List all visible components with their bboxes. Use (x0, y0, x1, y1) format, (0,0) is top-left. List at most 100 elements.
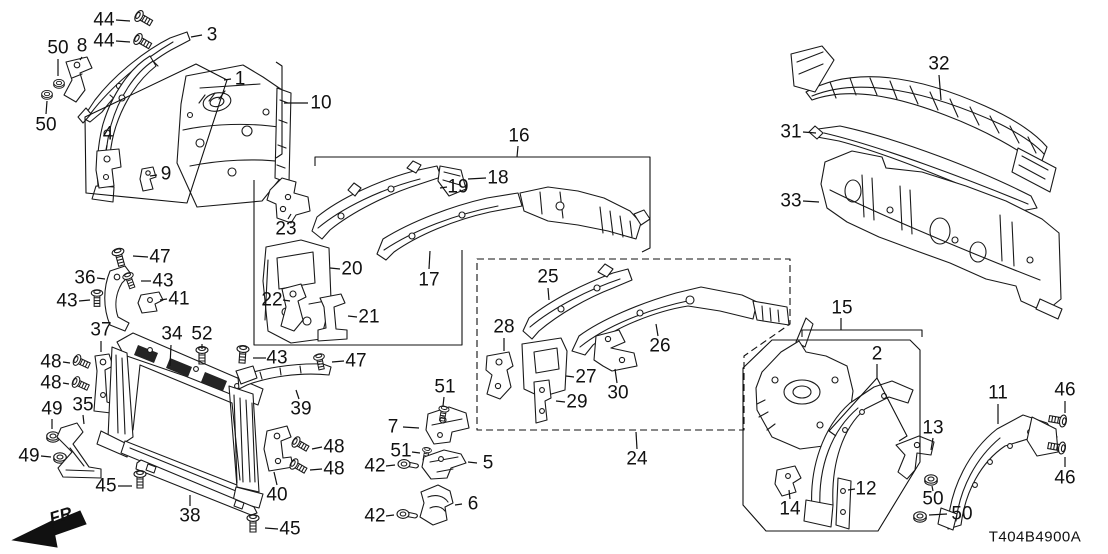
callout-48-64: 48 (323, 459, 344, 480)
bolt-45-right (246, 514, 260, 533)
part-22-bracket-illustration (280, 283, 307, 332)
callout-34-51: 34 (161, 324, 183, 345)
callout-10-9: 10 (310, 93, 331, 114)
leader-48-56 (62, 382, 70, 385)
leader-22-16 (282, 299, 291, 302)
callout-13-33: 13 (922, 418, 943, 439)
leader-45-65 (264, 527, 279, 530)
fr-direction-indicator: FR. (11, 502, 87, 548)
leader-50-35 (928, 513, 948, 516)
leader-32-26 (938, 74, 942, 101)
bolt-48-b (70, 374, 91, 394)
part-17-frame-illustration (376, 186, 651, 261)
leader-48-64 (309, 468, 323, 471)
callout-1-8: 1 (235, 69, 246, 90)
bolt-47-left (110, 246, 128, 268)
bolt-48-a (71, 352, 92, 372)
part-9-clip-illustration (139, 166, 157, 192)
callout-46-37: 46 (1054, 380, 1075, 401)
bracket-15 (801, 329, 923, 337)
part-2-arch-illustration (803, 380, 914, 528)
callout-39-66: 39 (290, 399, 311, 420)
leader-3-2 (190, 34, 203, 38)
leader-31-27 (802, 131, 817, 134)
bolt-45-left (133, 470, 147, 489)
leader-20-15 (329, 267, 341, 270)
leader-16-11 (516, 145, 519, 158)
leader-12-32 (847, 488, 856, 491)
part-40-bracket-illustration (263, 425, 294, 472)
callout-4-6: 4 (103, 124, 114, 145)
callout-27-21: 27 (575, 367, 596, 388)
leader-25-18 (547, 287, 550, 301)
leader-50-34 (931, 485, 934, 492)
washer-50-lower (41, 89, 53, 100)
callout-48-56: 48 (40, 373, 61, 394)
part-27-panel-illustration (521, 337, 568, 398)
callout-31-27: 31 (780, 122, 801, 143)
part-5-bracket-illustration (421, 449, 467, 480)
leader-21-17 (347, 315, 358, 318)
part-4-bracket-illustration (95, 148, 122, 189)
callout-17-14: 17 (418, 270, 439, 291)
leader-19-13 (439, 186, 448, 189)
bolt-46-upper (1047, 412, 1068, 429)
part-1-wheelhouse-illustration (91, 55, 292, 208)
callout-2-branch-left (828, 377, 878, 437)
callout-50-5: 50 (35, 115, 56, 136)
part-31-cowl-lower-illustration (808, 125, 1038, 212)
leader-50-5 (45, 100, 48, 115)
wheelhouse-rear-group-box (742, 339, 921, 532)
leader-6-44 (454, 503, 463, 506)
part-29-plate-illustration (533, 379, 552, 424)
leader-27-21 (565, 375, 575, 378)
callout-28-19: 28 (493, 317, 514, 338)
fr-arrow-head (11, 520, 58, 548)
bolt-43-c (235, 344, 250, 364)
wheelhouse-group-box (84, 63, 228, 204)
part-39-strip-illustration (235, 363, 332, 390)
leader-51-40 (442, 396, 445, 407)
callout-15-29: 15 (831, 298, 852, 319)
diagram-code: T404B4900A (989, 529, 1082, 546)
bolt-43-b (90, 289, 104, 307)
leader-26-20 (655, 323, 659, 337)
leader-44-1 (115, 40, 131, 43)
leader-42-43 (385, 514, 395, 517)
leader-44-0 (115, 19, 131, 22)
callout-32-26: 32 (928, 54, 949, 75)
bulkhead-side-group-box (253, 180, 463, 346)
callout-37-50: 37 (90, 320, 111, 341)
callout-35-58: 35 (72, 395, 93, 416)
callout-48-55: 48 (40, 352, 61, 373)
callout-52-52: 52 (191, 324, 212, 345)
leader-35-58 (82, 414, 85, 425)
leader-30-22 (614, 368, 618, 384)
callout-36-46: 36 (74, 268, 95, 289)
callout-44-0: 44 (93, 10, 115, 31)
leader-49-59 (40, 455, 52, 458)
callout-43-49: 43 (56, 291, 77, 312)
callout-48-63: 48 (323, 437, 344, 458)
callout-46-38: 46 (1054, 468, 1075, 489)
callout-5-25: 5 (483, 453, 494, 474)
callout-50-34: 50 (922, 489, 943, 510)
leader-17-14 (428, 250, 431, 270)
callout-29-23: 29 (566, 392, 587, 413)
bolt-44-upper (132, 8, 155, 29)
callout-41-48: 41 (168, 289, 189, 310)
callout-49-57: 49 (41, 399, 62, 420)
leader-39-66 (295, 389, 300, 400)
callout-24-24: 24 (626, 449, 648, 470)
bolt-44-lower (131, 31, 154, 52)
leader-5-25 (467, 461, 478, 464)
leader-14-31 (788, 489, 791, 500)
part-6-bracket-illustration (419, 484, 454, 526)
callout-50-3: 50 (47, 38, 68, 59)
part-13-bracket-illustration (895, 435, 935, 480)
callout-43-47: 43 (152, 271, 173, 292)
part-8-bracket-illustration (63, 56, 93, 103)
callout-45-60: 45 (95, 476, 116, 497)
callout-51-40: 51 (434, 377, 455, 398)
